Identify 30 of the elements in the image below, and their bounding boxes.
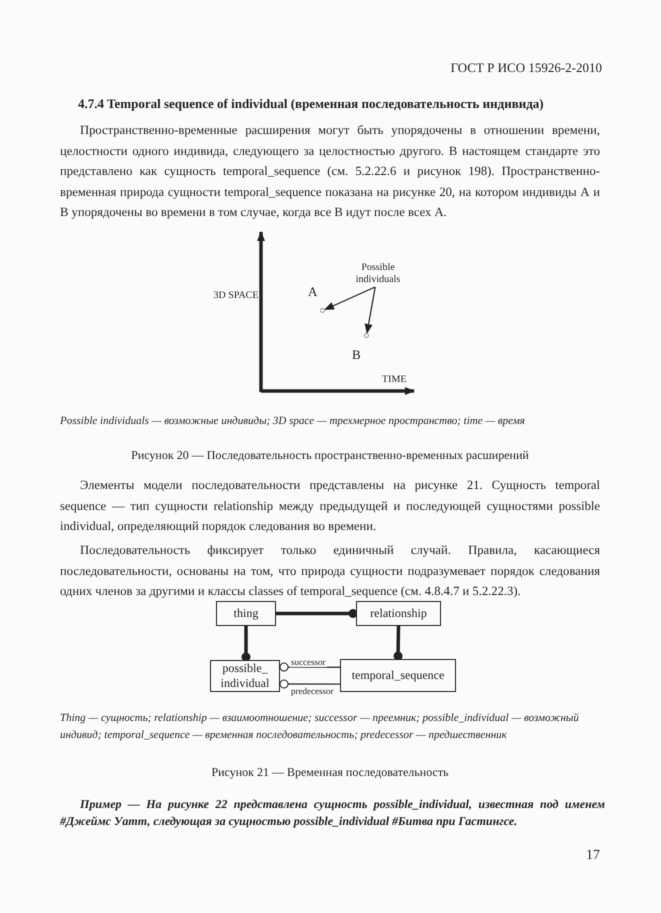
connector [276,609,358,618]
entity-box: relationship [356,601,441,626]
connector [280,662,340,672]
point-label: A [308,283,318,301]
entity-box: temporal_sequence [340,659,456,692]
example-note: Пример — На рисунке 22 представлена сущность possible_individual, известная под именем #Джеймс Уатт, следующая за сущностью possible_individual #Битва при Гастингсе. [60,796,605,830]
callout-text: Possible individuals [350,261,406,287]
section-heading: 4.7.4 Temporal sequence of individual (временная последовательность индивида) [78,95,545,113]
page-number: 17 [585,847,600,865]
body-paragraph: Последовательность фиксирует только единичный случай. Правила, касающиеся последовательности, основаны на том, что природа сущности подразумевает порядок следования одних членов за другими и классы classes of temporal_sequence (см. 4.8.4.7 и 5.2.22.3). [60,542,600,600]
connector [324,286,376,310]
connector [364,286,376,334]
figure-legend: Possible individuals — возможные индивиды; 3D space — трехмерное пространство; time — время [60,411,620,432]
body-paragraph: Элементы модели последовательности представлены на рисунке 21. Сущность temporal sequence — тип сущности relationship между предыдущей и последующей сущностями possible individual, определяющий порядок следования во времени. [60,477,600,535]
point-marker [364,333,369,338]
connector [280,680,340,688]
entity-box: thing [216,601,276,626]
document-number: ГОСТ Р ИСО 15926-2-2010 [450,59,602,77]
connector [241,626,250,662]
figure-caption: Рисунок 21 — Временная последовательность [210,764,450,781]
entity-box: possible_ individual [210,660,280,692]
figure-caption: Рисунок 20 — Последовательность пространственно-временных расширений [130,447,530,464]
point-marker [320,308,325,313]
figure-legend: Thing — сущность; relationship — взаимоотношение; successor — преемник; possible_individual — возможный индивид; temporal_sequence — временная последовательность; predecessor — предшественник [60,710,620,744]
body-paragraph: Пространственно-временные расширения могут быть упорядочены в отношении времени, целостности одного индивида, следующего за целостностью другого. В настоящем стандарте это представлено как сущность temporal_sequence (см. 5.2.22.6 и рисунок 198). Пространственно-временная природа сущности temporal_sequence показана на рисунке 20, на котором индивиды А и В упорядочены во времени в том случае, когда все В идут после всех А. [60,122,600,221]
connector [394,626,403,660]
axis-label: 3D SPACE [212,290,260,302]
axis-label: TIME [382,373,408,387]
edge-label: predecessor [290,686,334,696]
point-label: B [352,346,362,364]
